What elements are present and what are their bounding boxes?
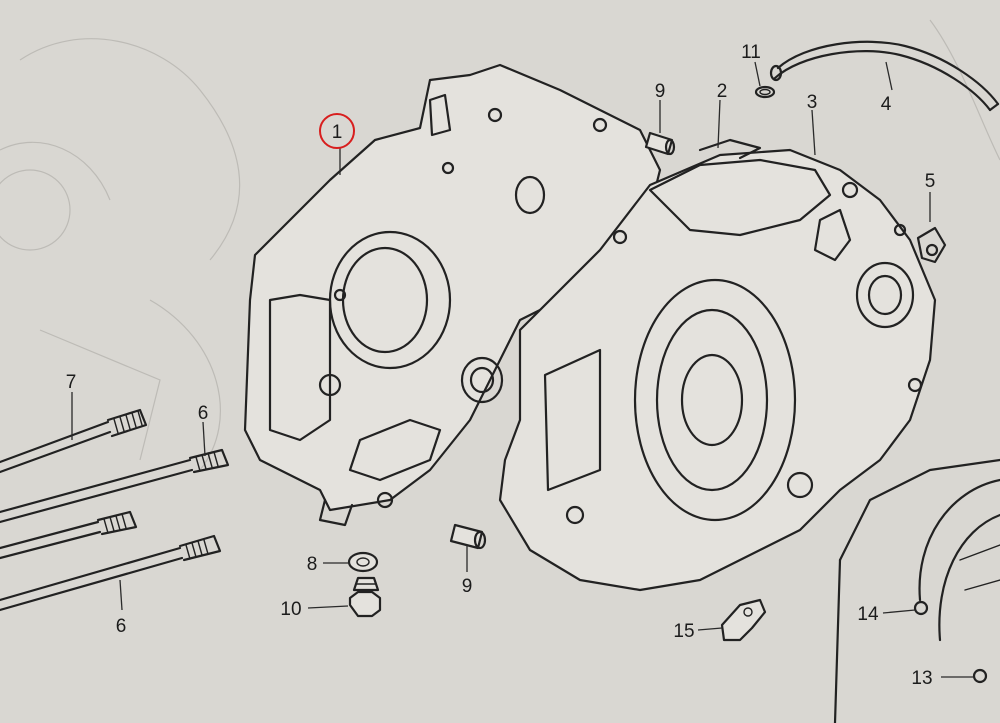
stud-short[interactable]: [0, 448, 230, 524]
label-part-8[interactable]: 8: [307, 554, 318, 575]
label-part-13[interactable]: 13: [911, 668, 932, 689]
hose-clip[interactable]: [754, 85, 776, 99]
crankcase-left[interactable]: [243, 63, 662, 527]
highlight-circle: [319, 113, 355, 149]
label-part-5[interactable]: 5: [925, 171, 936, 192]
dowel-pin-top[interactable]: [644, 131, 676, 156]
sealing-washer[interactable]: [347, 551, 379, 573]
label-part-3[interactable]: 3: [807, 92, 818, 113]
label-part-6-upper[interactable]: 6: [198, 403, 209, 424]
label-part-11[interactable]: 11: [741, 42, 761, 63]
tube-clamp[interactable]: [916, 226, 947, 264]
stud-long[interactable]: [0, 408, 148, 474]
side-cover[interactable]: [833, 458, 1000, 723]
label-part-1[interactable]: 1: [332, 122, 343, 143]
label-part-9-bottom[interactable]: 9: [462, 576, 473, 597]
label-part-6-lower[interactable]: 6: [116, 616, 127, 637]
label-part-2[interactable]: 2: [717, 81, 728, 102]
breather-tube[interactable]: [769, 40, 1000, 112]
cable-guide[interactable]: [720, 598, 767, 642]
label-part-7[interactable]: 7: [66, 372, 77, 393]
label-part-15[interactable]: 15: [673, 621, 694, 642]
label-part-9-top[interactable]: 9: [655, 81, 666, 102]
stud-short-b[interactable]: [0, 510, 222, 612]
drain-bolt[interactable]: [348, 576, 382, 618]
dowel-pin-bottom[interactable]: [449, 523, 487, 550]
label-part-4[interactable]: 4: [881, 94, 892, 115]
crankcase-right[interactable]: [498, 138, 937, 592]
label-part-14[interactable]: 14: [857, 604, 879, 625]
label-part-10[interactable]: 10: [280, 599, 301, 620]
part-labels: 1 2 3 4 5 6 6 7 8 9 9 10 11 13 14 15: [66, 42, 936, 689]
leader-lines: [71, 61, 974, 678]
